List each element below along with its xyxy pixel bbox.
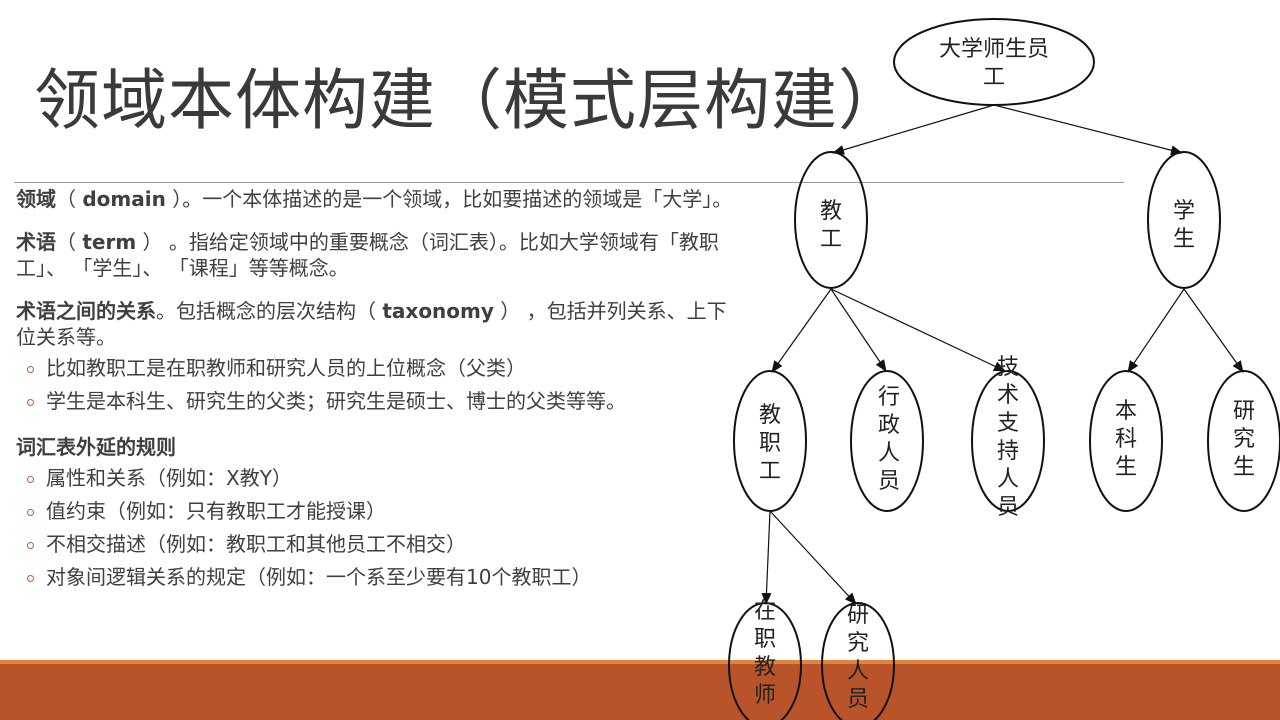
node-label: 支 xyxy=(997,411,1019,436)
rules-heading: 词汇表外延的规则 xyxy=(16,435,176,459)
domain-rest: ）。一个本体描述的是一个领域，比如要描述的领域是「大学」。 xyxy=(165,187,733,211)
edge-arrow xyxy=(1127,288,1185,373)
node-label: 教 xyxy=(759,403,781,428)
node-label: 政 xyxy=(878,413,900,438)
list-item: 比如教职工是在职教师和研究人员的上位概念（父类） xyxy=(16,352,746,385)
node-label: 术 xyxy=(997,383,1019,408)
relation-en: taxonomy xyxy=(382,299,494,323)
edge-arrow xyxy=(761,510,772,605)
relation-term: 术语之间的关系 xyxy=(16,299,156,323)
edge-arrow xyxy=(993,104,1183,156)
node-label: 生 xyxy=(1233,455,1255,480)
node-label: 研 xyxy=(1233,399,1255,424)
node-ellipse xyxy=(821,602,895,720)
domain-term: 领域 xyxy=(16,187,56,211)
domain-open: （ xyxy=(56,187,83,211)
node-label: 人 xyxy=(997,467,1019,492)
domain-en: domain xyxy=(82,187,166,211)
node-label: 技 xyxy=(997,355,1019,380)
list-item: 学生是本科生、研究生的父类；研究生是硕士、博士的父类等等。 xyxy=(16,385,746,418)
edge-arrow xyxy=(1183,288,1244,373)
node-label: 员 xyxy=(997,495,1019,520)
rules-bullet-list: 属性和关系（例如：X教Y） 值约束（例如：只有教职工才能授课） 不相交描述（例如… xyxy=(16,462,746,594)
node-ellipse xyxy=(971,370,1045,512)
node-label: 生 xyxy=(1115,455,1137,480)
node-label: 科 xyxy=(1115,427,1137,452)
node-label: 工 xyxy=(983,65,1005,90)
node-graduate: 研究生 xyxy=(1207,370,1280,512)
node-label: 师 xyxy=(754,683,776,708)
node-label: 行 xyxy=(878,385,900,410)
diagram-edges xyxy=(761,104,1244,605)
node-label: 学 xyxy=(1173,199,1195,224)
slide-title: 领域本体构建（模式层构建） xyxy=(34,62,905,139)
node-ellipse xyxy=(1147,151,1221,289)
term-rest: ） 。指给定领域中的重要概念（词汇表）。比如大学领域有「教职工」、 「学生」、 … xyxy=(16,230,719,280)
node-label: 究 xyxy=(1233,427,1255,452)
node-label: 教 xyxy=(820,199,842,224)
node-label: 究 xyxy=(847,631,869,656)
node-ellipse xyxy=(728,602,802,720)
edge-arrow xyxy=(771,288,832,373)
edge-arrow xyxy=(830,288,1006,372)
list-item: 属性和关系（例如：X教Y） xyxy=(16,462,746,495)
node-label: 人 xyxy=(878,441,900,466)
footer-accent-line xyxy=(0,660,1280,666)
node-faculty: 教职工 xyxy=(733,370,807,512)
node-label: 研 xyxy=(847,603,869,628)
node-staff: 教工 xyxy=(794,151,868,289)
node-ellipse xyxy=(1089,370,1163,512)
term-en: term xyxy=(82,230,137,254)
slide-body: 领域（ domain ）。一个本体描述的是一个领域，比如要描述的领域是「大学」。… xyxy=(16,186,746,594)
term-paragraph: 术语（ term ） 。指给定领域中的重要概念（词汇表）。比如大学领域有「教职工… xyxy=(16,229,746,281)
node-student: 学生 xyxy=(1147,151,1221,289)
relation-bullet-list: 比如教职工是在职教师和研究人员的上位概念（父类） 学生是本科生、研究生的父类；研… xyxy=(16,352,746,418)
relation-paragraph: 术语之间的关系。包括概念的层次结构（ taxonomy ） ，包括并列关系、上下… xyxy=(16,298,746,350)
node-label: 职 xyxy=(759,431,781,456)
node-undergrad: 本科生 xyxy=(1089,370,1163,512)
footer-bar xyxy=(0,664,1280,720)
node-label: 工 xyxy=(759,459,781,484)
title-divider xyxy=(14,182,1124,183)
edge-arrow xyxy=(832,104,995,155)
edge-arrow xyxy=(830,288,887,372)
node-label: 持 xyxy=(997,439,1019,464)
list-item: 对象间逻辑关系的规定（例如：一个系至少要有10个教职工） xyxy=(16,561,746,594)
node-ellipse xyxy=(733,370,807,512)
domain-paragraph: 领域（ domain ）。一个本体描述的是一个领域，比如要描述的领域是「大学」。 xyxy=(16,186,746,212)
node-ellipse xyxy=(794,151,868,289)
node-label: 工 xyxy=(820,227,842,252)
list-item: 值约束（例如：只有教职工才能授课） xyxy=(16,495,746,528)
node-label: 人 xyxy=(847,659,869,684)
list-item: 不相交描述（例如：教职工和其他员工不相交） xyxy=(16,528,746,561)
term-term: 术语 xyxy=(16,230,56,254)
node-ellipse xyxy=(893,18,1095,106)
node-ellipse xyxy=(1207,370,1280,512)
node-researcher: 研究人员 xyxy=(821,602,895,720)
node-label: 职 xyxy=(754,627,776,652)
node-ellipse xyxy=(850,370,924,512)
relation-mid: 。包括概念的层次结构（ xyxy=(156,299,383,323)
node-label: 生 xyxy=(1173,227,1195,252)
node-label: 大学师生员 xyxy=(939,37,1049,62)
node-label: 教 xyxy=(754,655,776,680)
term-open: （ xyxy=(56,230,83,254)
relation-rest: ） ，包括并列关系、上下位关系等。 xyxy=(16,299,727,349)
node-teacher: 在职教师 xyxy=(728,599,802,720)
node-label: 在 xyxy=(754,599,776,624)
node-label: 员 xyxy=(847,687,869,712)
node-label: 员 xyxy=(878,469,900,494)
edge-arrow xyxy=(769,510,857,605)
node-label: 本 xyxy=(1115,399,1137,424)
